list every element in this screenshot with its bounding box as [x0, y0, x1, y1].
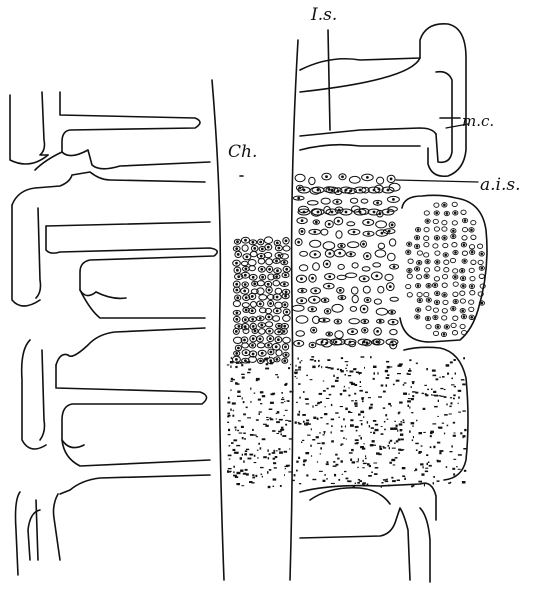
- lower-right-vertebra: [300, 483, 436, 582]
- label-ais: a.i.s.: [480, 175, 521, 195]
- stipple-region: [227, 356, 467, 488]
- label-chorda: Ch.: [228, 142, 257, 162]
- upper-right-vertebra: [300, 24, 466, 176]
- label-intervertebral-septum: I.s.: [311, 5, 337, 25]
- left-vertebra-1: [10, 92, 210, 170]
- label-mc: m.c.: [462, 112, 494, 130]
- left-vertebra-4: [16, 475, 211, 575]
- intervertebral-cells: [292, 173, 400, 349]
- left-vertebra-2: [12, 172, 217, 318]
- lobe-cells: [406, 202, 486, 336]
- chorda-cells: [232, 237, 290, 364]
- chorda-outline: [212, 40, 298, 580]
- left-vertebra-3: [22, 328, 210, 466]
